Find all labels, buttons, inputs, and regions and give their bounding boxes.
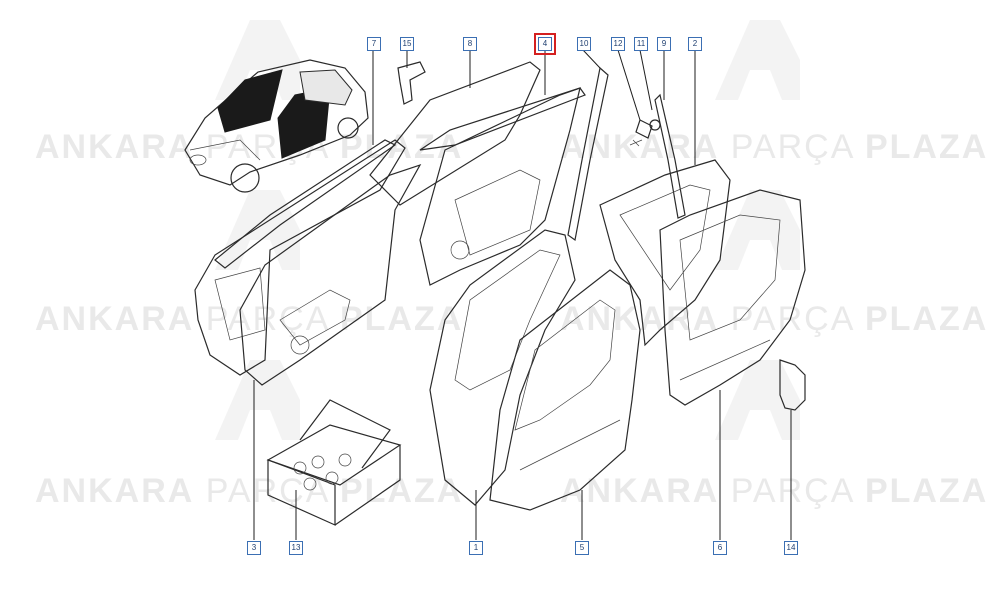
callout-9: 9: [657, 37, 671, 51]
callout-13: 13: [289, 541, 303, 555]
callout-14: 14: [784, 541, 798, 555]
watermark-logo-icon: [215, 20, 800, 440]
car-overview-illustration: [184, 59, 369, 193]
door-hinge-bracket: [779, 359, 806, 411]
callout-8: 8: [463, 37, 477, 51]
fastener-kit-box: [266, 399, 402, 526]
rear-door-shell: [599, 159, 731, 347]
callout-12: 12: [611, 37, 625, 51]
callout-6: 6: [713, 541, 727, 555]
mirror-mount-bracket: [397, 61, 426, 105]
callout-15: 15: [400, 37, 414, 51]
front-door-shell: [429, 229, 576, 506]
callout-7: 7: [367, 37, 381, 51]
rear-door-inner-trim: [369, 61, 586, 286]
front-door-inner-trim: [194, 139, 422, 386]
callout-10: 10: [577, 37, 591, 51]
callout-11: 11: [634, 37, 648, 51]
callout-2: 2: [688, 37, 702, 51]
callout-5: 5: [575, 541, 589, 555]
front-door-outer-shell: [489, 269, 641, 511]
leader-lines: [253, 49, 792, 540]
fastener-set: [629, 119, 661, 147]
door-seal-strip: [567, 66, 609, 242]
callout-3: 3: [247, 541, 261, 555]
callout-1: 1: [469, 541, 483, 555]
front-door-glass-frame: [214, 139, 397, 269]
rear-door-outer-shell: [659, 189, 806, 406]
pillar-trim-strip: [654, 93, 686, 219]
callout-4: 4: [534, 33, 556, 55]
